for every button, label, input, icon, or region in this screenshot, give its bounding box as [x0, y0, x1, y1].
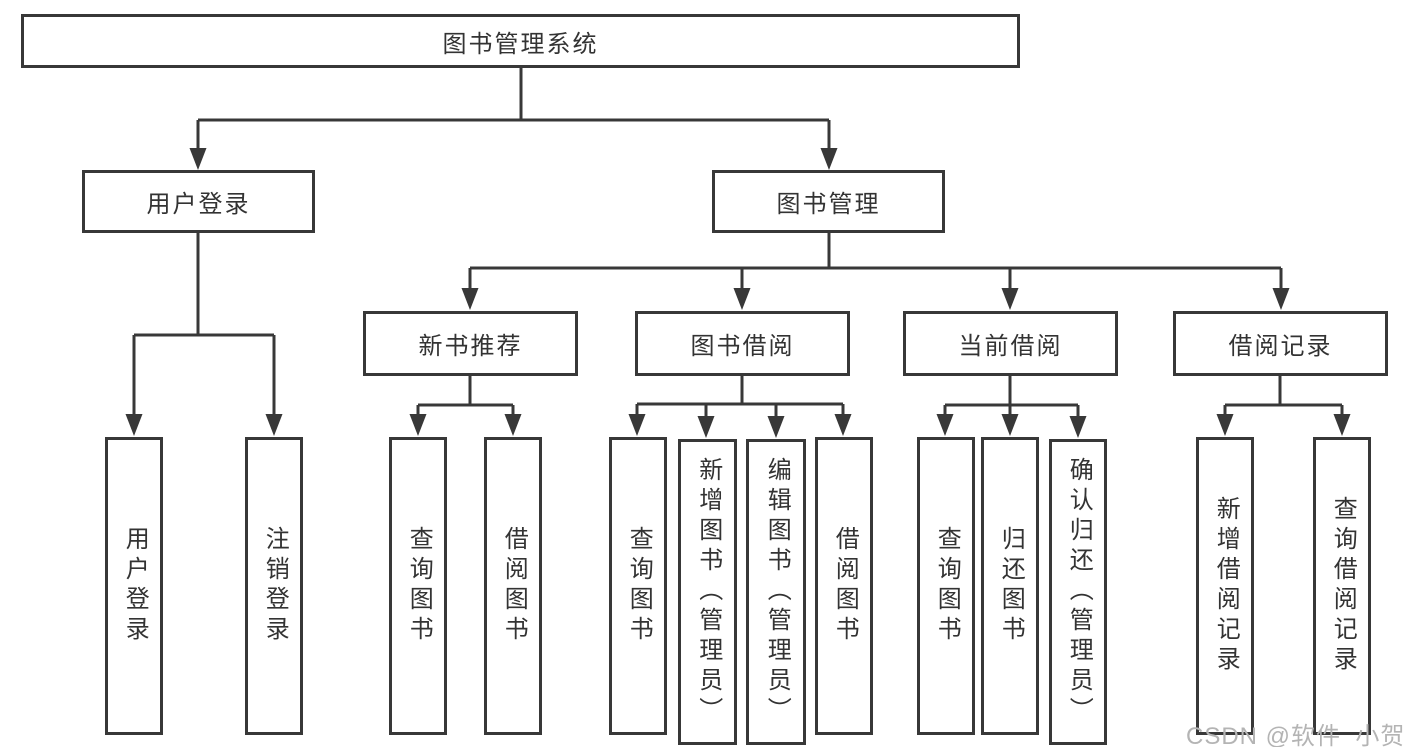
node-label: 新增借阅记录 [1212, 496, 1240, 676]
leaf-query-books-borrowing: 查询图书 [609, 437, 667, 735]
node-label: 新书推荐 [418, 333, 523, 360]
node-label: 图书管理系统 [442, 30, 599, 58]
node-label: 图书借阅 [690, 333, 795, 360]
node-borrowing-records: 借阅记录 [1173, 311, 1388, 376]
node-label: 查询图书 [625, 526, 653, 646]
leaf-borrow-books-borrowing: 借阅图书 [815, 437, 873, 735]
leaf-add-borrow-record: 新增借阅记录 [1196, 437, 1254, 735]
node-user-login: 用户登录 [82, 170, 315, 233]
leaf-query-books-newrec: 查询图书 [389, 437, 447, 735]
node-label: 当前借阅 [958, 333, 1063, 360]
leaf-logout: 注销登录 [245, 437, 303, 735]
node-label: 注销登录 [261, 526, 289, 646]
node-label: 查询借阅记录 [1329, 496, 1357, 676]
node-current-borrowing: 当前借阅 [903, 311, 1118, 376]
node-label: 归还图书 [997, 526, 1025, 646]
leaf-user-login: 用户登录 [105, 437, 163, 735]
node-label: 查询图书 [405, 526, 433, 646]
watermark: CSDN @软件_小贺同学 [1186, 723, 1405, 747]
node-label: 用户登录 [121, 526, 149, 646]
leaf-return-books: 归还图书 [981, 437, 1039, 735]
leaf-edit-books-admin: 编辑图书（管理员） [746, 439, 806, 745]
node-label: 借阅图书 [500, 526, 528, 646]
node-label: 用户登录 [146, 191, 251, 218]
node-label: 编辑图书（管理员） [763, 457, 791, 727]
leaf-query-borrow-record: 查询借阅记录 [1313, 437, 1371, 735]
leaf-query-books-current: 查询图书 [917, 437, 975, 735]
node-label: 确认归还（管理员） [1065, 457, 1093, 727]
connector-segments [132, 68, 1344, 416]
node-label: 借阅图书 [831, 526, 859, 646]
node-new-book-recommendation: 新书推荐 [363, 311, 578, 376]
node-label: 查询图书 [933, 526, 961, 646]
leaf-confirm-return-admin: 确认归还（管理员） [1049, 439, 1107, 745]
leaf-add-books-admin: 新增图书（管理员） [678, 439, 737, 745]
node-label: 图书管理 [776, 191, 881, 218]
connector-arrowheads [125, 148, 1351, 438]
node-label: 借阅记录 [1228, 333, 1333, 360]
leaf-borrow-books-newrec: 借阅图书 [484, 437, 542, 735]
node-label: 新增图书（管理员） [694, 457, 722, 727]
node-book-management: 图书管理 [712, 170, 945, 233]
node-library-management-system: 图书管理系统 [21, 14, 1020, 68]
node-book-borrowing: 图书借阅 [635, 311, 850, 376]
